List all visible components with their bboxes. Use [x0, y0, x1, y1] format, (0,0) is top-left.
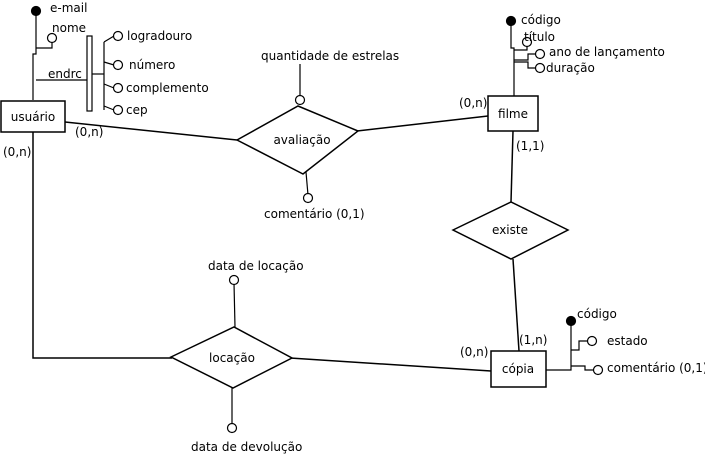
copia-codigo-key-marker	[565, 315, 577, 327]
entity-copia-label: cópia	[502, 362, 534, 376]
relationship-locacao-label: locação	[209, 351, 255, 365]
relationship-existe: existe	[451, 201, 570, 260]
relationship-avaliacao: avaliação	[235, 105, 360, 175]
email-connector	[32, 11, 37, 100]
titulo-label: título	[524, 30, 555, 44]
cardinality-copia-existe: (1,n)	[519, 333, 547, 347]
estrelas-label: quantidade de estrelas	[261, 49, 399, 63]
ano-attribute-marker	[534, 48, 546, 60]
usuario-attribute-lines	[32, 11, 104, 100]
logradouro-label: logradouro	[127, 29, 192, 43]
line-locacao-copia	[289, 357, 492, 372]
email-label: e-mail	[50, 1, 87, 15]
copia-comentario-label: comentário (0,1)	[607, 361, 705, 375]
data-locacao-attribute-marker	[228, 274, 240, 286]
filme-codigo-key-marker	[505, 15, 517, 27]
cep-label: cep	[126, 103, 148, 117]
entity-usuario: usuário	[0, 100, 66, 133]
avaliacao-comentario-attribute-marker	[302, 192, 314, 204]
email-key-marker	[30, 5, 42, 17]
entity-copia: cópia	[490, 350, 547, 388]
copia-attribute-lines	[546, 321, 598, 371]
line-usuario-locacao	[32, 132, 172, 359]
relationship-avaliacao-label: avaliação	[273, 133, 330, 147]
entity-usuario-label: usuário	[11, 110, 55, 124]
data-locacao-connector	[233, 282, 236, 328]
complemento-label: complemento	[126, 81, 209, 95]
filme-attribute-lines	[510, 21, 540, 96]
endrc-sub-lines	[103, 35, 115, 111]
entity-filme: filme	[487, 95, 539, 132]
avaliacao-comentario-label: comentário (0,1)	[264, 207, 365, 221]
cardinality-filme-existe: (1,1)	[516, 139, 544, 153]
logradouro-attribute-marker	[112, 30, 124, 42]
ano-label: ano de lançamento	[549, 45, 665, 59]
avaliacao-comentario-connector	[305, 171, 309, 196]
line-existe-copia	[512, 258, 520, 352]
cep-attribute-marker	[112, 104, 124, 116]
line-filme-existe	[510, 130, 514, 203]
endrc-composite-bracket	[86, 35, 93, 112]
titulo-attribute-marker	[521, 36, 533, 48]
filme-codigo-label: código	[521, 13, 561, 27]
cardinality-usuario-locacao: (0,n)	[3, 145, 31, 159]
copia-estado-attribute-marker	[586, 335, 598, 347]
relationship-locacao: locação	[169, 326, 294, 389]
line-avaliacao-filme	[356, 115, 489, 132]
data-devolucao-label: data de devolução	[191, 440, 302, 454]
data-devolucao-attribute-marker	[226, 422, 238, 434]
numero-attribute-marker	[112, 59, 124, 71]
nome-attribute-marker	[46, 32, 58, 44]
copia-codigo-label: código	[577, 307, 617, 321]
numero-label: número	[129, 58, 175, 72]
duracao-label: duração	[546, 61, 595, 75]
connector-lines	[32, 115, 520, 372]
data-locacao-label: data de locação	[208, 259, 304, 273]
cardinality-usuario-avaliacao: (0,n)	[75, 125, 103, 139]
endrc-label: endrc	[48, 67, 82, 81]
cardinality-filme-avaliacao: (0,n)	[459, 96, 487, 110]
nome-label: nome	[52, 21, 86, 35]
line-usuario-avaliacao	[64, 121, 238, 141]
cardinality-copia-locacao: (0,n)	[460, 345, 488, 359]
estrelas-attribute-marker	[294, 94, 306, 106]
complemento-attribute-marker	[112, 82, 124, 94]
relationship-existe-label: existe	[492, 223, 528, 237]
copia-estado-label: estado	[607, 334, 648, 348]
copia-comentario-attribute-marker	[592, 364, 604, 376]
entity-filme-label: filme	[498, 107, 528, 121]
duracao-attribute-marker	[534, 62, 546, 74]
